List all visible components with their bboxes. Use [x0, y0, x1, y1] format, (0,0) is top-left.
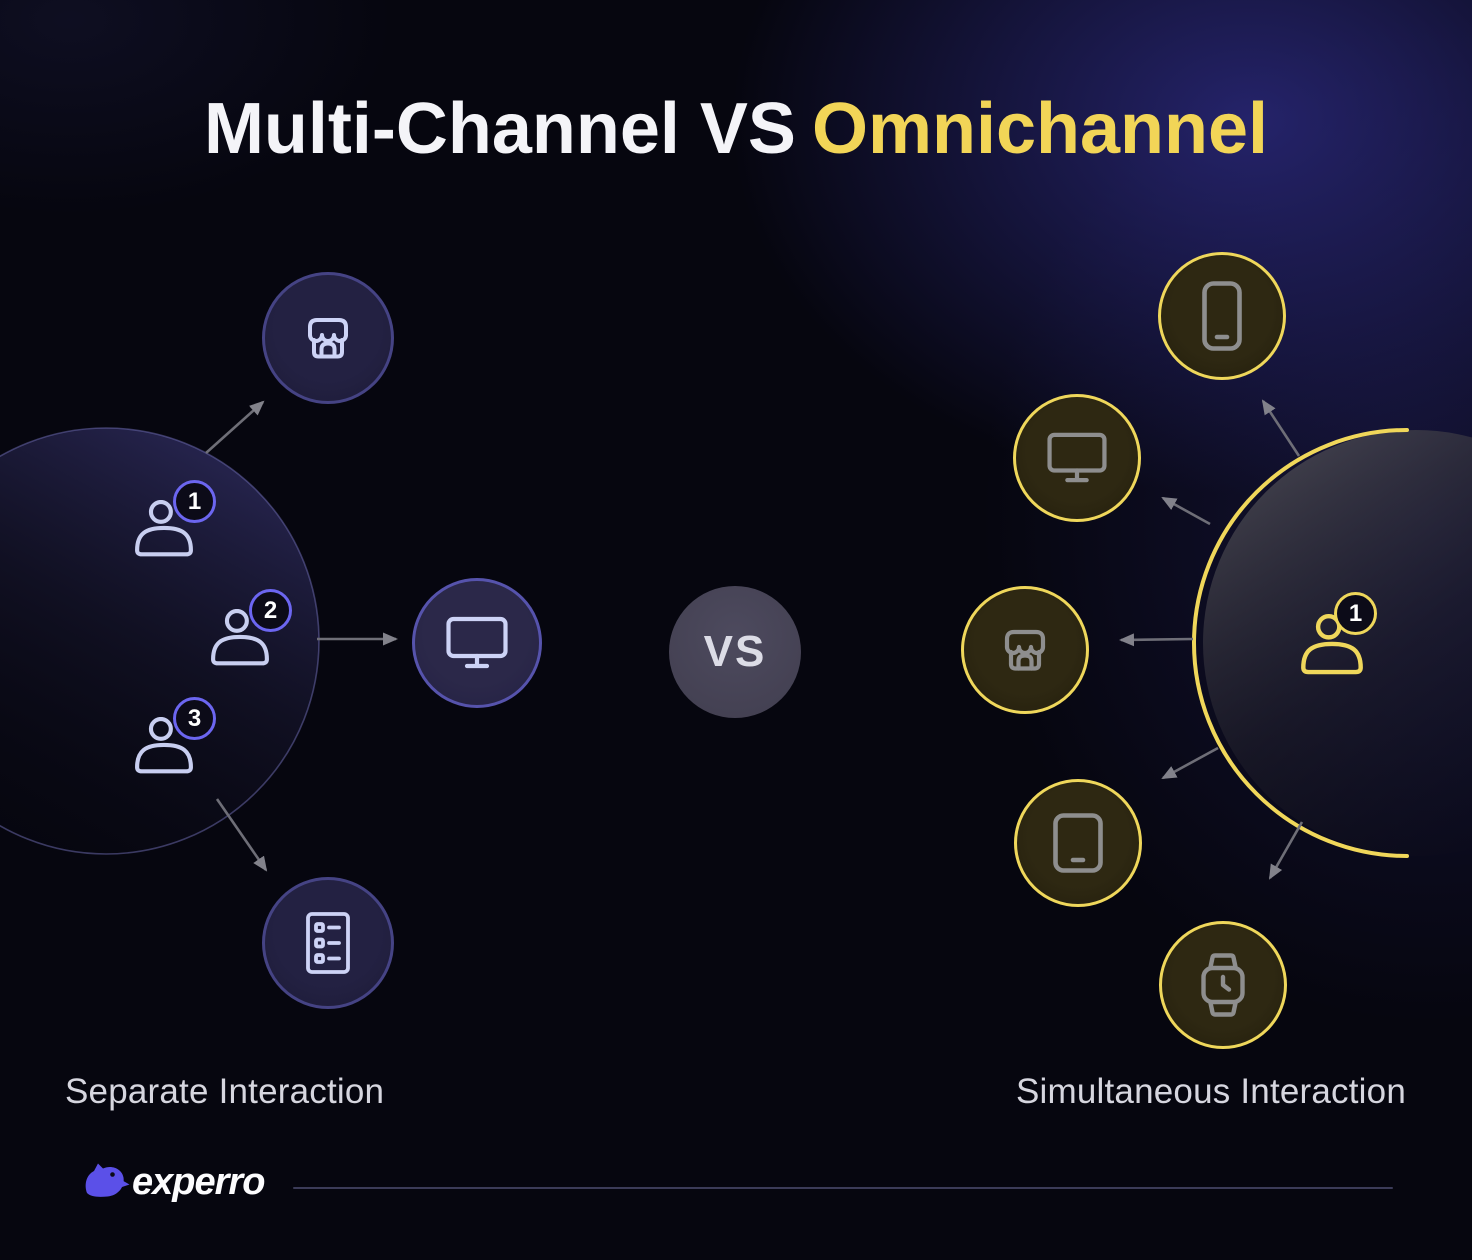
right-channel-smartphone — [1158, 252, 1286, 380]
badge-number: 1 — [1348, 599, 1363, 627]
customer-3: 3 — [134, 697, 234, 781]
badge-number: 3 — [187, 704, 202, 732]
customer-1-badge: 1 — [173, 480, 216, 523]
arrow-to-smartphone — [1261, 399, 1301, 457]
arrow-to-tablet — [1161, 746, 1219, 780]
vs-badge: VS — [669, 586, 801, 718]
left-channel-monitor — [412, 578, 542, 708]
arrows — [205, 399, 1304, 880]
arrow-to-store — [1119, 633, 1194, 647]
right-channel-monitor — [1013, 394, 1141, 522]
order-list-icon — [306, 912, 350, 974]
smartphone-icon — [1202, 281, 1242, 351]
person-icon — [135, 500, 193, 557]
customer-3-badge: 3 — [173, 697, 216, 740]
right-channel-smartwatch — [1159, 921, 1287, 1049]
arrow-to-monitor — [1161, 496, 1211, 526]
right-channel-tablet — [1014, 779, 1142, 907]
omnichannel-customer-badge: 1 — [1334, 592, 1377, 635]
arrow-to-smartwatch — [1268, 821, 1304, 880]
experro-logo: experro — [84, 1156, 265, 1208]
person-icon — [211, 609, 269, 666]
left-channel-store — [262, 272, 394, 404]
arrow-user1-to-store — [205, 400, 265, 454]
badge-number: 2 — [263, 596, 278, 624]
desktop-monitor-icon — [1047, 432, 1107, 483]
right-yellow-arc — [1192, 428, 1409, 858]
experro-logo-bird-icon — [85, 1163, 130, 1197]
store-icon — [308, 318, 348, 359]
right-channel-store — [961, 586, 1089, 714]
person-icon — [135, 717, 193, 774]
store-icon — [1004, 629, 1046, 671]
customer-2-badge: 2 — [249, 589, 292, 632]
arrow-user3-to-list — [215, 798, 268, 872]
vs-label: VS — [703, 627, 767, 676]
smartwatch-icon — [1201, 953, 1245, 1017]
footer-divider — [293, 1187, 1393, 1189]
brand-name: experro — [132, 1160, 265, 1203]
title-multichannel: Multi-Channel VS — [203, 89, 796, 169]
left-caption: Separate Interaction — [65, 1072, 385, 1111]
omnichannel-customer: 1 — [1300, 592, 1400, 676]
tablet-icon — [1053, 813, 1103, 873]
customer-1: 1 — [134, 480, 234, 564]
desktop-monitor-icon — [446, 616, 508, 669]
badge-number: 1 — [187, 487, 202, 515]
left-customers-halo — [0, 427, 320, 855]
customer-2: 2 — [210, 589, 310, 673]
title-omnichannel: Omnichannel — [811, 89, 1269, 169]
right-caption: Simultaneous Interaction — [1015, 1072, 1406, 1111]
left-channel-order-list — [262, 877, 394, 1009]
